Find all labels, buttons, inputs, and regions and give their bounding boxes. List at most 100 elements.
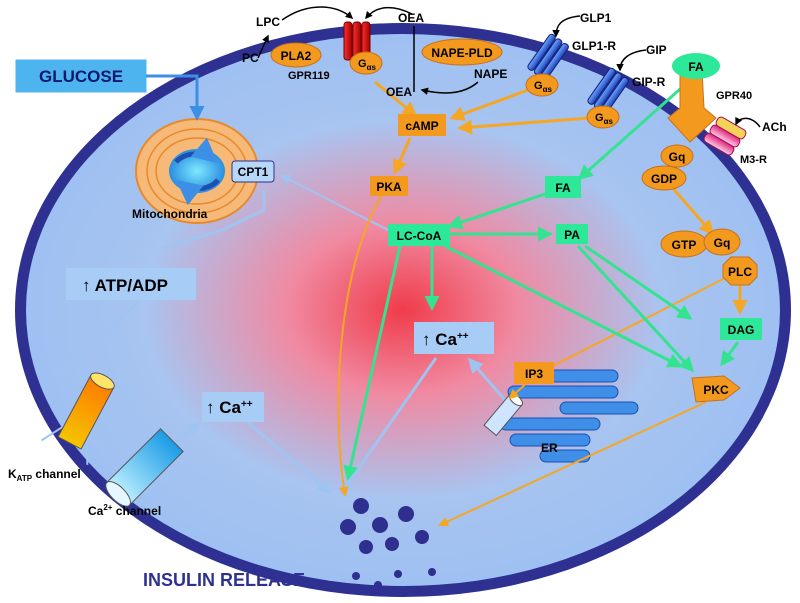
glp1-label: GLP1 bbox=[580, 11, 612, 25]
nape-label: NAPE bbox=[474, 67, 507, 81]
lccoa-box bbox=[388, 224, 450, 246]
ca-channel-label: Ca2+ channel bbox=[88, 503, 161, 518]
ca-left-label: ↑ Ca++ bbox=[206, 398, 253, 417]
pkc-label: PKC bbox=[703, 383, 729, 397]
glucose-arrow bbox=[146, 74, 205, 121]
glucose-box bbox=[15, 59, 147, 93]
cycle-arrow-icon bbox=[174, 137, 218, 164]
insulin-granule bbox=[340, 519, 356, 535]
gas-gpr119-label: Gαs bbox=[358, 58, 376, 72]
gtp-label: GTP bbox=[672, 238, 697, 252]
gdp-oval bbox=[641, 165, 687, 191]
katp-channel-label: KATP channel bbox=[8, 467, 81, 483]
gas-gipr-label: Gαs bbox=[595, 112, 613, 126]
cpt1-label: CPT1 bbox=[238, 165, 269, 179]
ip3-to-er-arrow bbox=[508, 381, 529, 400]
gdp-label: GDP bbox=[651, 172, 677, 186]
mitochondria bbox=[135, 118, 259, 224]
glp1-arrow bbox=[552, 15, 581, 38]
pa-box bbox=[556, 224, 588, 244]
gpr119-label: GPR119 bbox=[288, 70, 330, 82]
pa-to-dag-arrow bbox=[584, 244, 693, 320]
fa-label: FA bbox=[555, 181, 571, 195]
mito-to-atp-arrow bbox=[161, 190, 266, 250]
m3-receptor bbox=[703, 116, 747, 156]
ach-label: ACh bbox=[762, 120, 787, 134]
plc-octagon bbox=[722, 256, 758, 286]
gipr-label: GIP-R bbox=[632, 75, 666, 89]
gip-arrow bbox=[616, 49, 647, 72]
camp-box bbox=[398, 114, 446, 136]
ip3-box bbox=[514, 362, 554, 384]
fa-top-label: FA bbox=[688, 60, 704, 74]
camp-to-pka-arrow bbox=[392, 137, 412, 175]
gq-mid-label: Gq bbox=[714, 236, 731, 250]
insulin-granule bbox=[385, 537, 399, 551]
m3r-label: M3-R bbox=[740, 154, 767, 166]
camp-label: cAMP bbox=[405, 119, 438, 133]
pc-label: PC bbox=[242, 51, 259, 65]
gdp-to-gtp-arrow bbox=[668, 184, 714, 236]
glp1r-to-camp-arrow bbox=[449, 88, 529, 121]
gpr119-to-camp-arrow bbox=[374, 80, 418, 117]
nape-pld-oval bbox=[421, 38, 503, 66]
gq-top-label: Gq bbox=[669, 150, 686, 164]
pa-label: PA bbox=[564, 228, 580, 242]
cycle-arrow-icon bbox=[176, 178, 220, 206]
gq-top-oval bbox=[660, 144, 694, 168]
gip-label: GIP bbox=[646, 43, 667, 57]
pa-to-pkc-arrow bbox=[576, 244, 695, 373]
lpc-to-gpr119-arrow bbox=[281, 6, 354, 21]
dag-box bbox=[720, 318, 762, 340]
ca-channel bbox=[105, 428, 184, 507]
lccoa-to-insulin-arrow bbox=[343, 245, 402, 481]
mitochondria-label: Mitochondria bbox=[132, 207, 208, 221]
er-label: ER bbox=[541, 441, 558, 455]
lccoa-to-pkc-arrow bbox=[444, 244, 683, 368]
insulin-granules bbox=[340, 498, 436, 594]
ca-center-box bbox=[414, 322, 494, 354]
insulin-release-label: INSULIN RELEASE bbox=[143, 570, 305, 590]
ca-left-to-insulin-arrow bbox=[244, 418, 333, 494]
ca-center-label: ↑ Ca++ bbox=[422, 330, 469, 349]
pla2-label: PLA2 bbox=[281, 49, 312, 63]
pka-label: PKA bbox=[376, 180, 402, 194]
insulin-granule bbox=[372, 517, 388, 533]
glucose-label: GLUCOSE bbox=[39, 67, 123, 86]
pkc-to-insulin-arrow bbox=[438, 401, 707, 527]
fa-to-lccoa-arrow bbox=[447, 192, 546, 230]
atp-to-katp-arrow bbox=[60, 300, 140, 374]
insulin-granule bbox=[414, 586, 422, 594]
gpr40-label: GPR40 bbox=[716, 90, 752, 102]
gip-receptor bbox=[587, 67, 629, 115]
gas-glp1r-label: Gαs bbox=[534, 80, 552, 94]
insulin-granule bbox=[428, 568, 436, 576]
katp-channel bbox=[40, 359, 132, 465]
er-to-ca-arrow bbox=[468, 357, 507, 401]
insulin-granule bbox=[359, 540, 373, 554]
glp1-receptor bbox=[527, 33, 569, 81]
ip3-label: IP3 bbox=[525, 367, 543, 381]
pka-box bbox=[370, 176, 408, 196]
lccoa-label: LC-CoA bbox=[397, 229, 442, 243]
nape-to-oea-arrow bbox=[420, 81, 479, 95]
glp1r-label: GLP1-R bbox=[572, 39, 616, 53]
oea-top-label: OEA bbox=[398, 11, 424, 25]
insulin-granule bbox=[394, 570, 402, 578]
fa-box bbox=[545, 176, 581, 198]
lpc-label: LPC bbox=[256, 15, 280, 29]
insulin-granule bbox=[415, 530, 429, 544]
gas-gipr-oval bbox=[586, 105, 620, 129]
ca-left-box bbox=[202, 392, 264, 422]
lccoa-to-cpt1-arrow bbox=[280, 175, 393, 233]
gipr-to-camp-arrow bbox=[457, 116, 591, 135]
fa-receptor-ligand bbox=[672, 53, 720, 79]
ach-arrow bbox=[735, 116, 761, 128]
dag-to-pkc-arrow bbox=[720, 341, 740, 367]
plc-label: PLC bbox=[728, 265, 752, 279]
pka-to-insulin-arrow bbox=[337, 191, 385, 497]
nape-pld-label: NAPE-PLD bbox=[431, 46, 493, 60]
oea-to-gpr119-arrow bbox=[365, 6, 413, 20]
fa-top-to-fa-arrow bbox=[577, 80, 689, 180]
